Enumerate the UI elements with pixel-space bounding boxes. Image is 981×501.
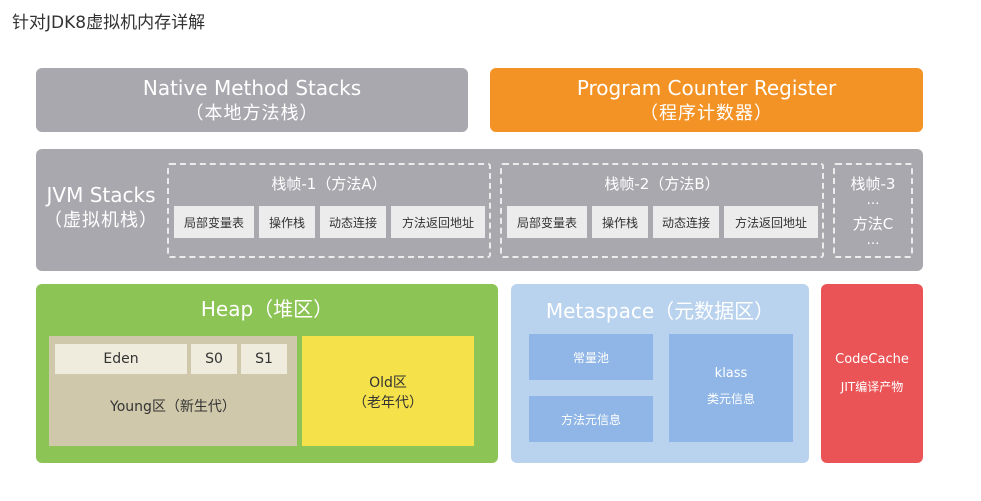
klass-area: klass 类元信息 [669,334,793,442]
jvm-stacks-title: JVM Stacks [46,183,156,207]
stack-frame-2: 栈帧-2（方法B） 局部变量表 操作栈 动态连接 方法返回地址 [500,163,824,258]
program-counter-register-subtitle: （程序计数器） [640,103,773,124]
class-metadata-label: 类元信息 [706,392,755,406]
dynamic-linking-cell: 动态连接 [320,206,386,238]
codecache-title: CodeCache [835,352,909,367]
operand-stack-cell: 操作栈 [259,206,315,238]
klass-label: klass [714,366,748,381]
stack-frame-3: 栈帧-3 … 方法C … [833,163,913,258]
native-method-stacks-panel: Native Method Stacks （本地方法栈） [36,68,468,132]
stack-frame-1: 栈帧-1（方法A） 局部变量表 操作栈 动态连接 方法返回地址 [167,163,491,258]
method-metadata-cell: 方法元信息 [529,396,653,442]
young-generation-area: Eden S0 S1 Young区（新生代） [49,336,297,446]
jvm-stacks-panel: JVM Stacks （虚拟机栈） 栈帧-1（方法A） 局部变量表 操作栈 动态… [36,149,923,271]
program-counter-register-title: Program Counter Register [576,76,837,100]
stack-frame-3-dots-bottom: … [866,233,880,248]
local-variable-table-cell: 局部变量表 [174,206,254,238]
stack-frame-3-dots-top: … [866,193,880,208]
local-variable-table-cell: 局部变量表 [507,206,587,238]
stack-frame-3-title: 栈帧-3 [850,175,896,193]
native-method-stacks-subtitle: （本地方法栈） [185,103,319,124]
metaspace-panel: Metaspace（元数据区） 常量池 方法元信息 klass 类元信息 [511,284,809,463]
page-title: 针对JDK8虚拟机内存详解 [12,13,206,33]
young-generation-label: Young区（新生代） [110,399,236,415]
survivor-s1: S1 [241,344,287,374]
codecache-panel: CodeCache JIT编译产物 [821,284,923,463]
program-counter-register-panel: Program Counter Register （程序计数器） [490,68,923,132]
old-generation-area: Old区 （老年代） [302,336,474,446]
jvm-stacks-label: JVM Stacks （虚拟机栈） [36,182,166,234]
heap-panel: Heap（堆区） Eden S0 S1 Young区（新生代） Old区 （老年… [36,284,498,463]
dynamic-linking-cell: 动态连接 [653,206,719,238]
metaspace-title: Metaspace（元数据区） [545,299,775,323]
return-address-cell: 方法返回地址 [391,206,485,238]
heap-title: Heap（堆区） [200,297,334,321]
return-address-cell: 方法返回地址 [724,206,818,238]
operand-stack-cell: 操作栈 [592,206,648,238]
old-generation-sublabel: （老年代） [353,395,423,411]
eden-space: Eden [55,344,187,374]
native-method-stacks-title: Native Method Stacks [142,76,362,100]
jvm-stacks-subtitle: （虚拟机栈） [44,210,158,231]
constant-pool-cell: 常量池 [529,334,653,380]
stack-frame-3-method: 方法C [852,215,894,233]
old-generation-label: Old区 [369,375,407,391]
survivor-s0: S0 [191,344,237,374]
stack-frame-2-title: 栈帧-2（方法B） [604,175,720,193]
codecache-subtitle: JIT编译产物 [840,380,904,394]
stack-frame-1-title: 栈帧-1（方法A） [271,175,387,193]
